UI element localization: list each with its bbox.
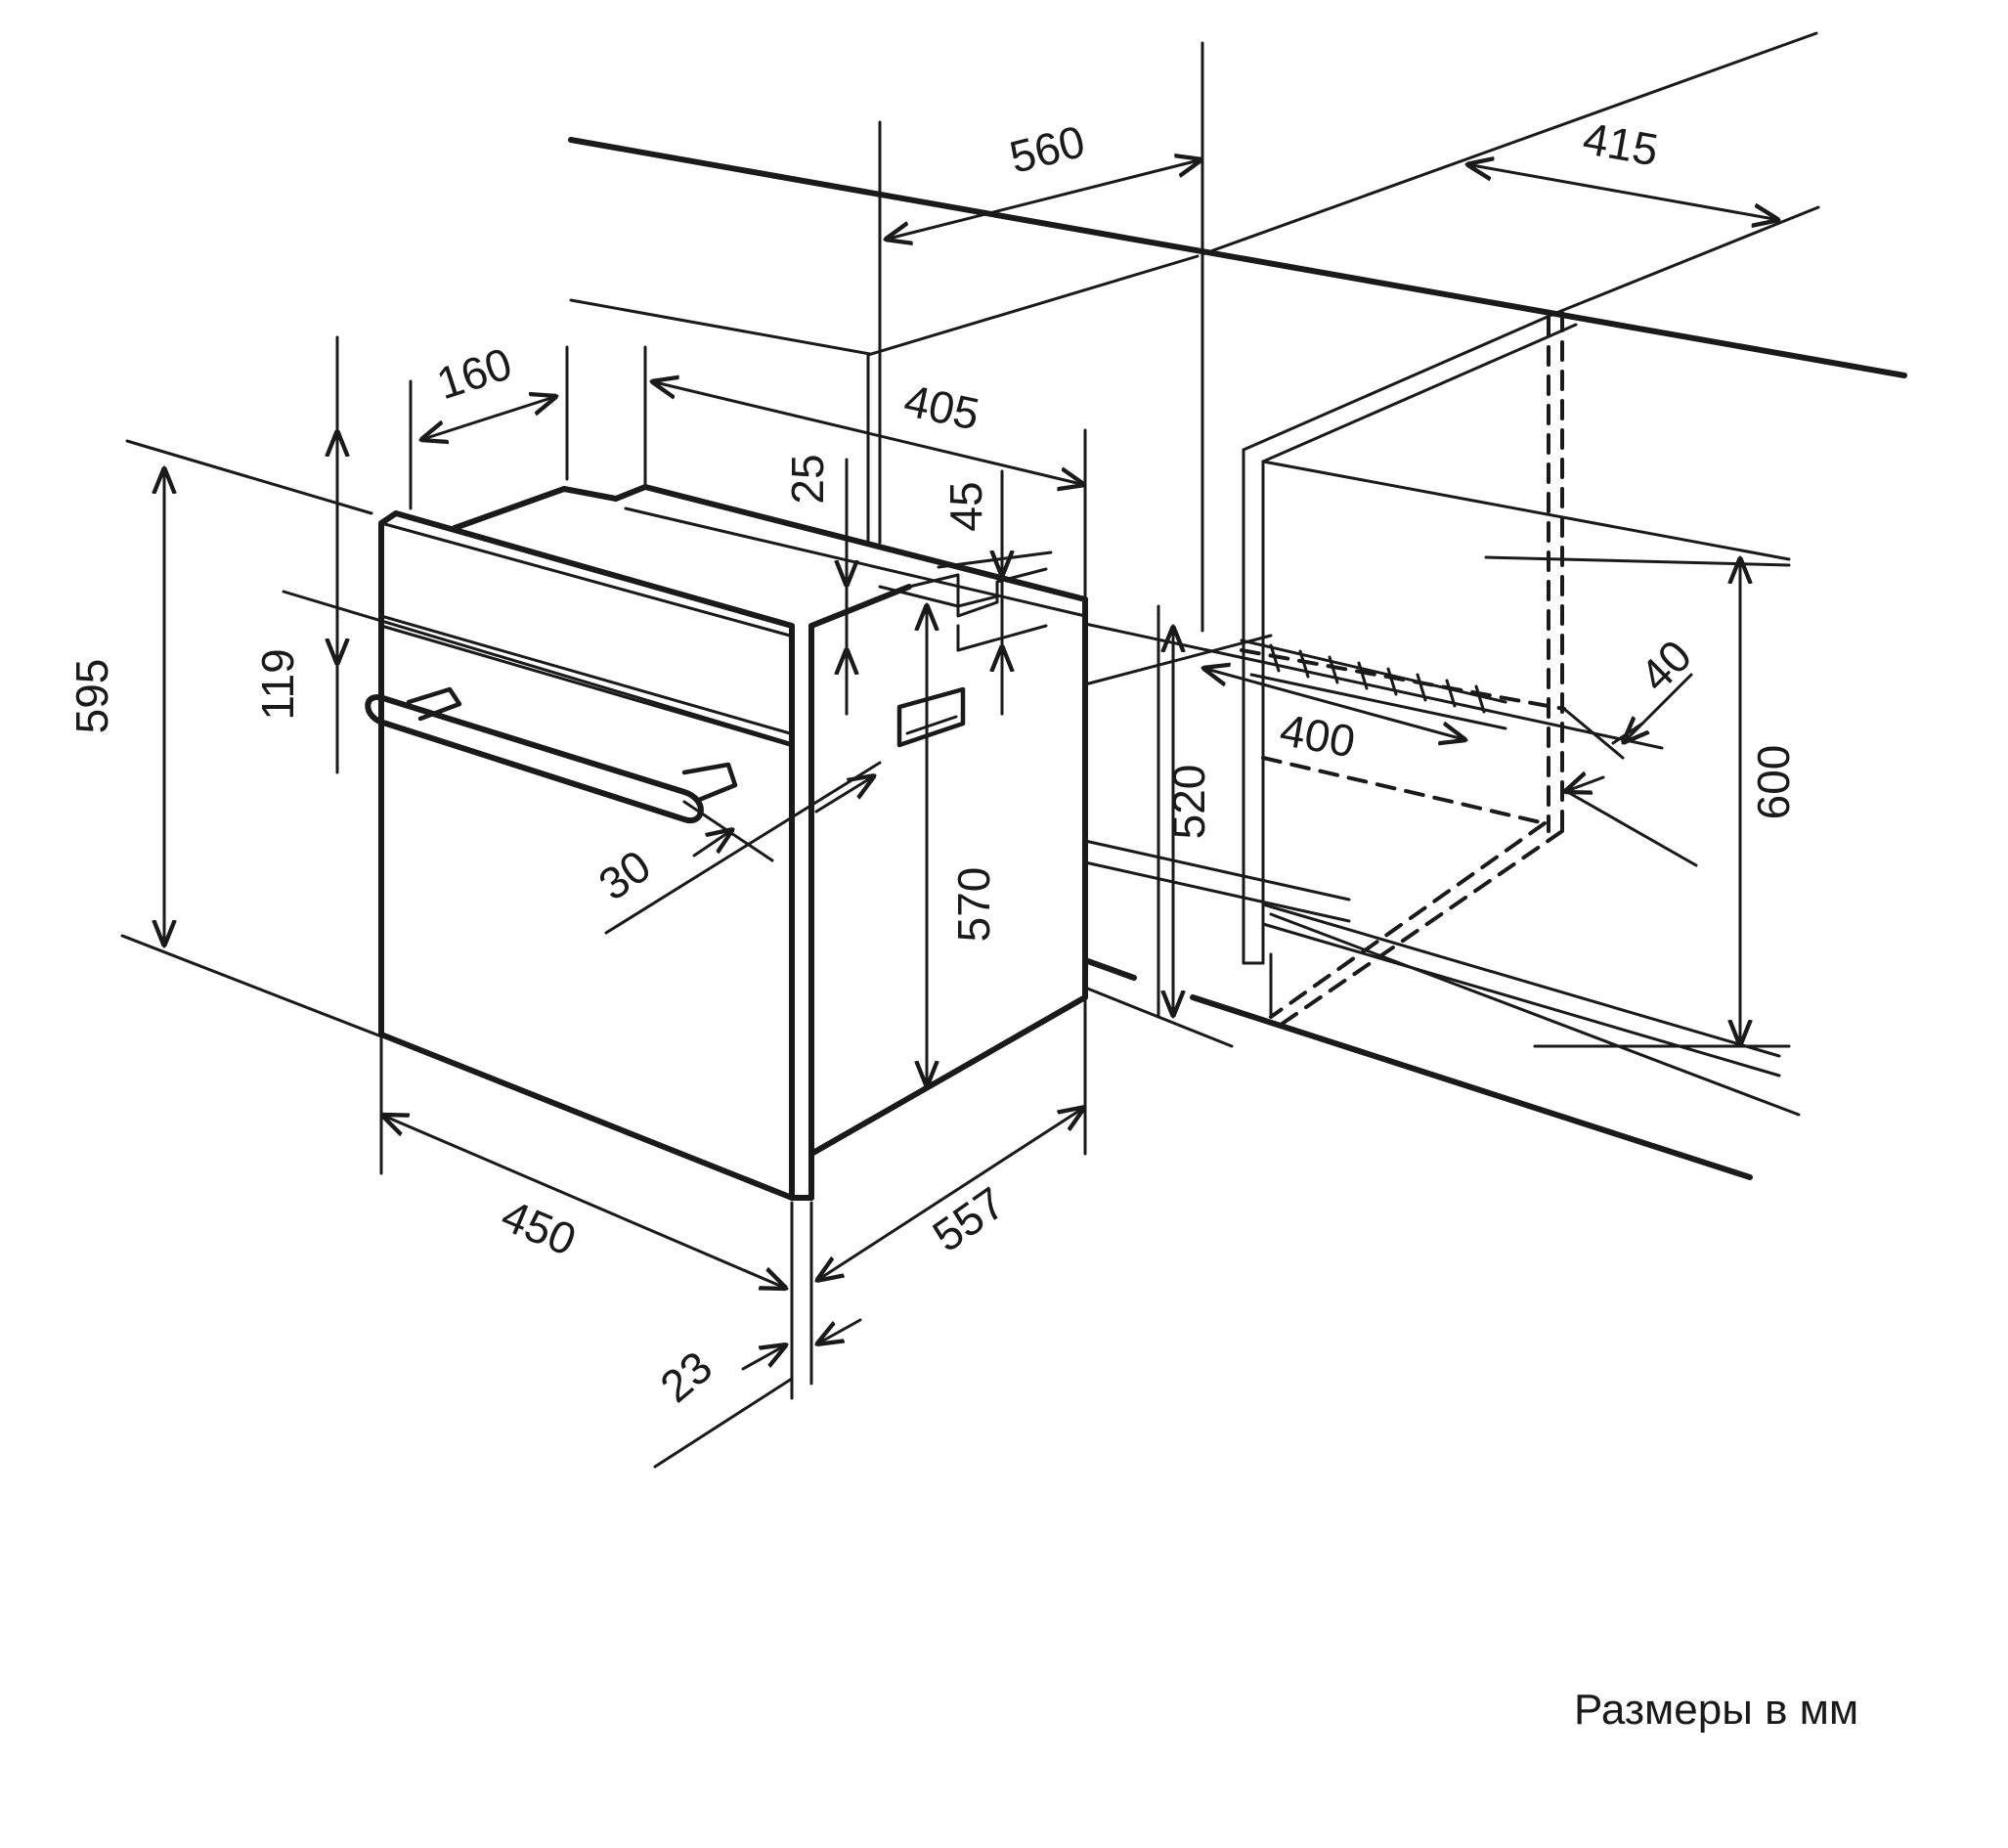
dimension-arrows — [164, 159, 1779, 1371]
oven-handle — [365, 686, 738, 824]
dim-40: 40 — [1630, 630, 1701, 701]
dim-557: 557 — [923, 1177, 1014, 1262]
dim-25: 25 — [782, 454, 833, 504]
dim-119: 119 — [252, 648, 303, 720]
dim-23: 23 — [650, 1341, 721, 1412]
dimension-labels: 560 415 160 405 25 45 119 595 30 570 520… — [66, 112, 1799, 1412]
dim-405: 405 — [899, 374, 983, 440]
dim-520: 520 — [1163, 765, 1214, 840]
dim-160: 160 — [431, 337, 518, 409]
dim-595: 595 — [66, 659, 117, 734]
dim-560: 560 — [1005, 115, 1090, 183]
dim-570: 570 — [948, 867, 999, 943]
dim-30: 30 — [589, 840, 660, 910]
units-caption: Размеры в мм — [1574, 1686, 1859, 1734]
oven-body — [378, 484, 1088, 1201]
dim-415: 415 — [1579, 112, 1662, 176]
dim-400: 400 — [1276, 704, 1359, 768]
dim-600: 600 — [1748, 745, 1799, 820]
worktop-lines — [568, 31, 1907, 633]
dim-450: 450 — [495, 1189, 584, 1265]
dim-45: 45 — [940, 481, 991, 531]
